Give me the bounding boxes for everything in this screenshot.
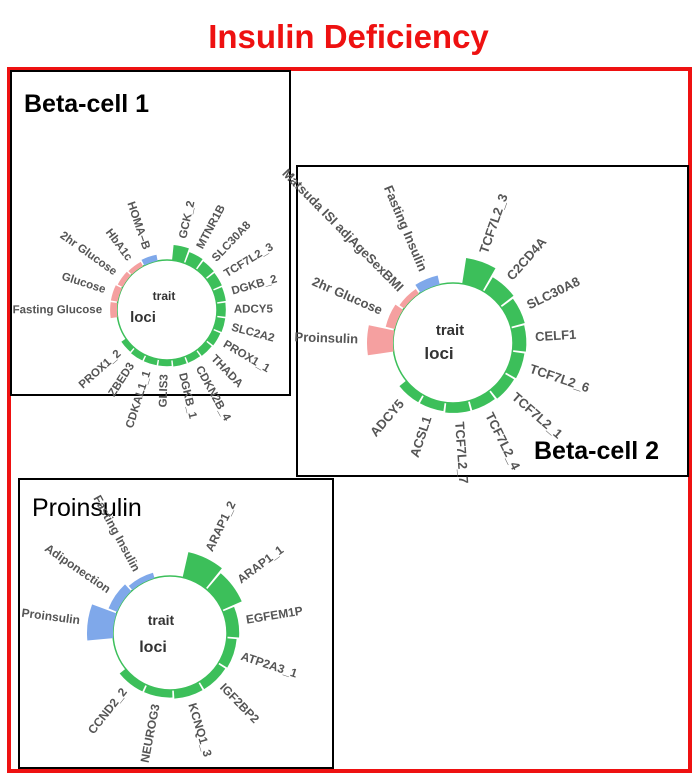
trait-4-label: HOMA–B — [124, 200, 151, 251]
locus-7-label: TCF7L2_7 — [452, 421, 471, 484]
trait-3-label: HbA1c — [103, 227, 135, 264]
locus-4-label: TCF7L2_6 — [528, 361, 592, 395]
locus-1-label: C2CD4A — [504, 234, 550, 283]
locus-4-segment — [199, 663, 226, 690]
outer-frame — [7, 67, 692, 773]
trait-center-label: trait — [148, 612, 175, 628]
locus-2-segment — [501, 298, 525, 327]
loci-center-label: loci — [424, 344, 453, 363]
locus-6-label: SLC2A2 — [230, 322, 276, 345]
locus-13-segment — [130, 348, 146, 361]
locus-9-label: ADCY5 — [367, 396, 407, 439]
locus-1-segment — [484, 277, 514, 307]
trait-0-segment — [110, 302, 118, 319]
trait-2-segment — [128, 572, 155, 591]
trait-center-label: trait — [436, 322, 464, 339]
locus-5-label: ADCY5 — [234, 303, 274, 315]
trait-2-segment — [399, 288, 419, 309]
trait-3-label: Fasting Insulin — [381, 183, 430, 273]
locus-4-segment — [505, 351, 525, 379]
locus-2-segment — [196, 261, 214, 279]
locus-12-segment — [143, 355, 158, 366]
locus-7-segment — [445, 401, 471, 413]
trait-2-segment — [117, 271, 131, 287]
trait-3-segment — [128, 261, 144, 275]
locus-2-segment — [222, 606, 240, 638]
trait-3-segment — [415, 275, 440, 293]
loci-center-label: loci — [139, 639, 167, 656]
locus-3-label: CELF1 — [535, 327, 577, 345]
locus-2-label: EGFEM1P — [245, 604, 304, 627]
locus-6-label: TCF7L2_4 — [482, 410, 523, 473]
locus-6-segment — [144, 685, 173, 698]
trait-2-label: Matsuda ISI adjAgeSexBMI — [279, 166, 406, 295]
locus-5-segment — [173, 682, 203, 699]
loci-center-label: loci — [130, 309, 156, 326]
locus-2-label: SLC30A8 — [524, 274, 582, 313]
base-ring — [112, 575, 228, 691]
locus-3-segment — [511, 325, 527, 352]
locus-3-segment — [206, 272, 222, 290]
locus-6-label: NEUROG3 — [138, 703, 163, 764]
locus-3-label: ATP2A3_1 — [239, 649, 299, 681]
locus-7-label: CCND2_2 — [85, 685, 130, 737]
panel-title: Proinsulin — [32, 494, 142, 522]
locus-0-segment — [182, 552, 222, 589]
trait-1-label: Glucose — [60, 271, 107, 296]
locus-5-label: TCF7L2_1 — [509, 389, 566, 441]
locus-1-segment — [185, 252, 203, 270]
locus-5-segment — [216, 302, 226, 317]
trait-1-label: Adiponection — [42, 541, 113, 596]
locus-5-segment — [490, 373, 515, 399]
locus-14-segment — [121, 338, 134, 352]
locus-11-segment — [158, 359, 172, 367]
locus-10-segment — [172, 356, 187, 367]
locus-0-label: GCK_2 — [177, 200, 197, 240]
locus-4-label: DGKB_2 — [230, 273, 278, 297]
trait-center-label: trait — [153, 289, 176, 303]
locus-0-segment — [172, 244, 189, 263]
trait-1-label: 2hr Glucose — [310, 274, 385, 318]
locus-3-segment — [218, 638, 237, 668]
locus-11-label: GLIS3 — [157, 374, 170, 408]
locus-9-segment — [185, 350, 201, 363]
locus-1-label: ARAP1_1 — [235, 543, 287, 587]
panel-title: Beta-cell 2 — [534, 437, 660, 465]
trait-1-segment — [108, 584, 132, 612]
trait-4-segment — [141, 254, 158, 266]
locus-5-label: KCNQ1_3 — [185, 701, 214, 758]
trait-0-segment — [87, 604, 117, 641]
trait-1-segment — [385, 304, 404, 329]
locus-4-label: IGF2BP2 — [217, 680, 262, 726]
locus-0-label: ARAP1_2 — [202, 499, 238, 554]
locus-0-label: TCF7L2_3 — [476, 192, 511, 256]
locus-8-label: ACSL1 — [407, 414, 435, 459]
locus-4-segment — [213, 287, 226, 303]
locus-7-segment — [206, 330, 221, 346]
locus-8-segment — [197, 341, 212, 356]
trait-0-label: Proinsulin — [294, 329, 358, 346]
trait-0-label: Proinsulin — [21, 606, 81, 628]
locus-0-segment — [462, 258, 496, 291]
trait-2-label: Fasting Insulin — [90, 493, 143, 574]
locus-6-segment — [469, 391, 495, 411]
panel-title: Beta-cell 1 — [24, 90, 150, 118]
base-ring — [392, 282, 514, 404]
trait-0-segment — [367, 325, 395, 356]
locus-6-segment — [213, 317, 226, 333]
locus-1-segment — [206, 573, 242, 610]
trait-1-segment — [110, 285, 122, 302]
page-title: Insulin Deficiency — [208, 18, 489, 55]
locus-8-segment — [419, 395, 445, 412]
locus-7-segment — [119, 668, 146, 692]
locus-9-segment — [399, 380, 423, 403]
trait-0-label: Fasting Glucose — [13, 304, 102, 316]
